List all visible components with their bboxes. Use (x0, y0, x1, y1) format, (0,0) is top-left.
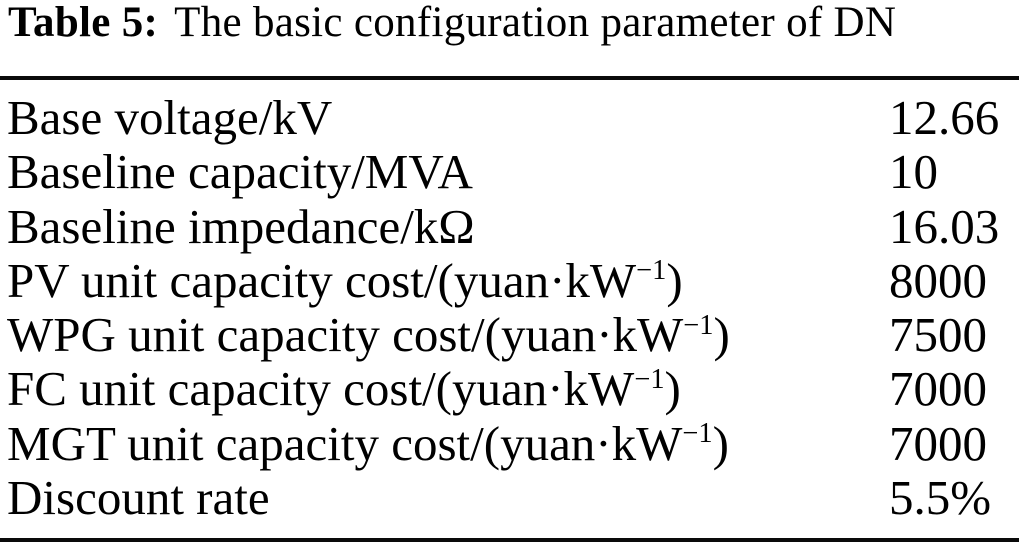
row-label: Baseline capacity/MVA (7, 145, 473, 199)
row-label-superscript: −1 (683, 309, 714, 341)
row-value: 16.03 (889, 198, 1000, 254)
row-label-text: WPG unit capacity cost/(yuan·kW (7, 307, 684, 363)
row-label-suffix: ) (666, 252, 683, 308)
table-row: Discount rate 5.5% (0, 470, 1021, 526)
row-label-text: Base voltage/kV (7, 90, 333, 145)
table-row: Baseline impedance/kΩ 16.03 (0, 198, 1021, 254)
table-caption-number: Table 5: (8, 0, 159, 46)
table-row: FC unit capacity cost/(yuan·kW−1) 7000 (0, 361, 1021, 417)
row-label-text: MGT unit capacity cost/(yuan·kW (7, 415, 683, 471)
row-label: MGT unit capacity cost/(yuan·kW−1) (7, 415, 729, 471)
row-value: 10 (889, 144, 938, 200)
row-label: WPG unit capacity cost/(yuan·kW−1) (7, 308, 730, 362)
table-top-rule (0, 76, 1019, 80)
table-row: MGT unit capacity cost/(yuan·kW−1) 7000 (0, 415, 1021, 471)
table-row: Base voltage/kV 12.66 (0, 90, 1021, 145)
row-label-suffix: ) (712, 415, 729, 471)
row-value: 5.5% (889, 470, 992, 526)
table-caption: Table 5: The basic configuration paramete… (8, 0, 896, 48)
row-value: 12.66 (889, 90, 1000, 145)
row-label-suffix: ) (713, 307, 730, 363)
table-caption-title: The basic configuration parameter of DN (174, 0, 897, 46)
row-value: 7000 (889, 361, 987, 417)
row-label-text: Baseline capacity/MVA (7, 144, 473, 200)
row-label: FC unit capacity cost/(yuan·kW−1) (7, 362, 681, 416)
row-label: Baseline impedance/kΩ (7, 198, 475, 254)
table-row: WPG unit capacity cost/(yuan·kW−1) 7500 (0, 307, 1021, 363)
row-label-suffix: ) (664, 361, 681, 417)
parameter-table: Base voltage/kV 12.66 Baseline capacity/… (0, 90, 1021, 526)
row-label: Base voltage/kV (7, 90, 333, 145)
row-label-text: FC unit capacity cost/(yuan·kW (7, 361, 635, 417)
row-label: Discount rate (7, 470, 270, 526)
row-label: PV unit capacity cost/(yuan·kW−1) (7, 252, 683, 308)
row-label-superscript: −1 (682, 418, 713, 450)
table-row: Baseline capacity/MVA 10 (0, 144, 1021, 200)
row-value: 7000 (889, 415, 987, 471)
table-bottom-rule (0, 538, 1019, 542)
row-label-superscript: −1 (636, 255, 667, 287)
row-label-text: Discount rate (7, 470, 270, 526)
row-label-superscript: −1 (634, 363, 665, 395)
row-value: 7500 (889, 307, 987, 363)
row-label-text: Baseline impedance/kΩ (7, 198, 475, 254)
table-row: PV unit capacity cost/(yuan·kW−1) 8000 (0, 252, 1021, 308)
row-value: 8000 (889, 252, 987, 308)
row-label-text: PV unit capacity cost/(yuan·kW (7, 252, 637, 308)
